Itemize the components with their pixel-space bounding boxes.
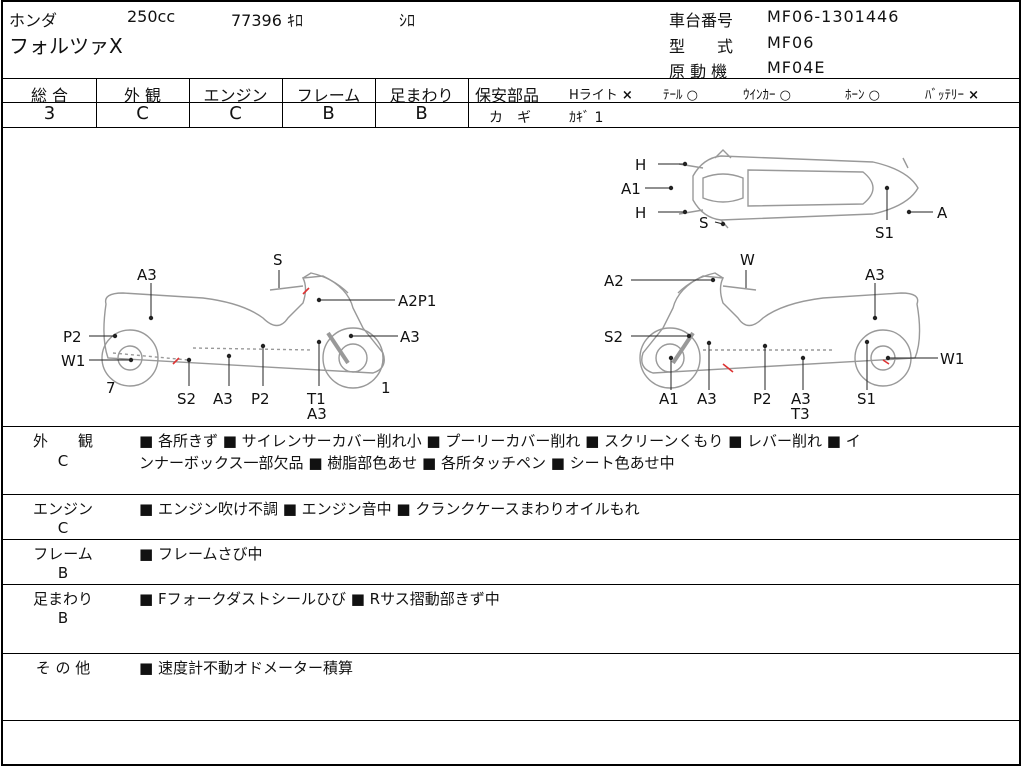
diagram-label: A3 [865, 266, 885, 284]
grade-frame-value: B [322, 103, 335, 124]
model-name: フォルツァX [9, 34, 123, 58]
key-label: カ ギ [489, 110, 531, 126]
note-suspension-label: 足まわり [32, 590, 93, 608]
note-frame-label: フレーム [33, 545, 93, 563]
divider [3, 78, 1019, 79]
diagram-label: A3 [791, 390, 811, 408]
diagram-label: A3 [697, 390, 717, 408]
note-exterior-text: ■ 各所きず ■ サイレンサーカバー削れ小 ■ プーリーカバー削れ ■ スクリー… [139, 432, 861, 450]
diagram-label: A1 [659, 390, 679, 408]
note-engine-text: ■ エンジン吹け不調 ■ エンジン音中 ■ クランクケースまわりオイルもれ [139, 500, 640, 518]
scooter-left-view [101, 272, 385, 389]
frame-no: MF06-1301446 [767, 7, 900, 26]
diagram-label: W [740, 251, 755, 269]
diagram-label: P2 [63, 328, 82, 346]
diagram-label: A3 [213, 390, 233, 408]
type-value: MF06 [767, 33, 815, 52]
note-frame-grade: B [57, 564, 69, 582]
grade-suspension-label: 足まわり [389, 86, 454, 105]
diagram-label: S [699, 214, 709, 232]
diagram-label: T3 [790, 405, 810, 423]
type-label: 型 式 [669, 37, 734, 56]
diagram-label: T1 [306, 390, 326, 408]
diagram-label: 1 [381, 379, 391, 397]
diagram-label: S [273, 251, 283, 269]
frame-no-label: 車台番号 [669, 11, 734, 30]
safety-winker: ｳｲﾝｶｰ ○ [743, 88, 791, 103]
grade-engine-value: C [229, 103, 242, 124]
note-exterior-grade: C [57, 452, 69, 470]
engine-value: MF04E [767, 58, 826, 77]
note-other-label: そ の 他 [35, 659, 91, 677]
note-engine-label: エンジン [32, 500, 93, 518]
diagram-label: A3 [137, 266, 157, 284]
diagram-label: S2 [604, 328, 623, 346]
diagram-label: H [635, 156, 646, 174]
note-exterior-text2: ンナーボックス一部欠品 ■ 樹脂部色あせ ■ 各所タッチペン ■ シート色あせ中 [139, 454, 675, 472]
diagram-label: S2 [177, 390, 196, 408]
diagram-label: A2 [604, 272, 624, 290]
note-engine-grade: C [57, 519, 69, 537]
damage-diagram: H A1 H S S1 A A3 S A2P1 P2 A3 W1 7 S2 A3… [61, 149, 964, 423]
grade-engine-label: エンジン [203, 86, 268, 105]
note-suspension-grade: B [57, 609, 69, 627]
diagram-label: A3 [400, 328, 420, 346]
diagram-label: H [635, 204, 646, 222]
safety-horn: ﾎｰﾝ ○ [845, 88, 880, 103]
diagram-label: P2 [753, 390, 772, 408]
maker: ホンダ [9, 11, 58, 30]
scooter-right-view [639, 272, 921, 389]
diagram-label: W1 [940, 350, 964, 368]
safety-label: 保安部品 [475, 86, 540, 105]
diagram-label: P2 [251, 390, 270, 408]
diagram-label: S1 [857, 390, 876, 408]
grade-overall-value: 3 [43, 103, 56, 124]
engine-label: 原 動 機 [669, 62, 728, 81]
note-frame-text: ■ フレームさび中 [139, 545, 263, 563]
diagram-label: A1 [621, 180, 641, 198]
grade-exterior-label: 外 観 [123, 86, 162, 105]
scooter-top-view [678, 149, 919, 229]
grade-frame-label: フレーム [296, 86, 361, 105]
displacement: 250cc [127, 7, 176, 26]
diagram-label: S1 [875, 224, 894, 242]
key-value: ｶｷﾞ 1 [569, 110, 604, 126]
note-exterior-label: 外 観 [32, 432, 93, 450]
grade-overall-label: 総 合 [30, 86, 69, 105]
mileage: 77396 ｷﾛ [231, 11, 303, 30]
diagram-label: A2P1 [398, 292, 436, 310]
note-other-text: ■ 速度計不動オドメーター積算 [139, 659, 353, 677]
grade-suspension-value: B [415, 103, 428, 124]
safety-battery: ﾊﾞｯﾃﾘｰ × [925, 88, 980, 103]
note-suspension-text: ■ Fフォークダストシールひび ■ Rサス摺動部きず中 [139, 590, 500, 608]
grade-exterior-value: C [136, 103, 149, 124]
color: ｼﾛ [399, 11, 416, 30]
safety-headlight: Hライト × [569, 88, 633, 103]
diagram-label: A3 [307, 405, 327, 423]
diagram-label: A [937, 204, 948, 222]
diagram-label: W1 [61, 352, 85, 370]
safety-tail: ﾃｰﾙ ○ [663, 88, 698, 103]
diagram-label: 7 [106, 379, 116, 397]
